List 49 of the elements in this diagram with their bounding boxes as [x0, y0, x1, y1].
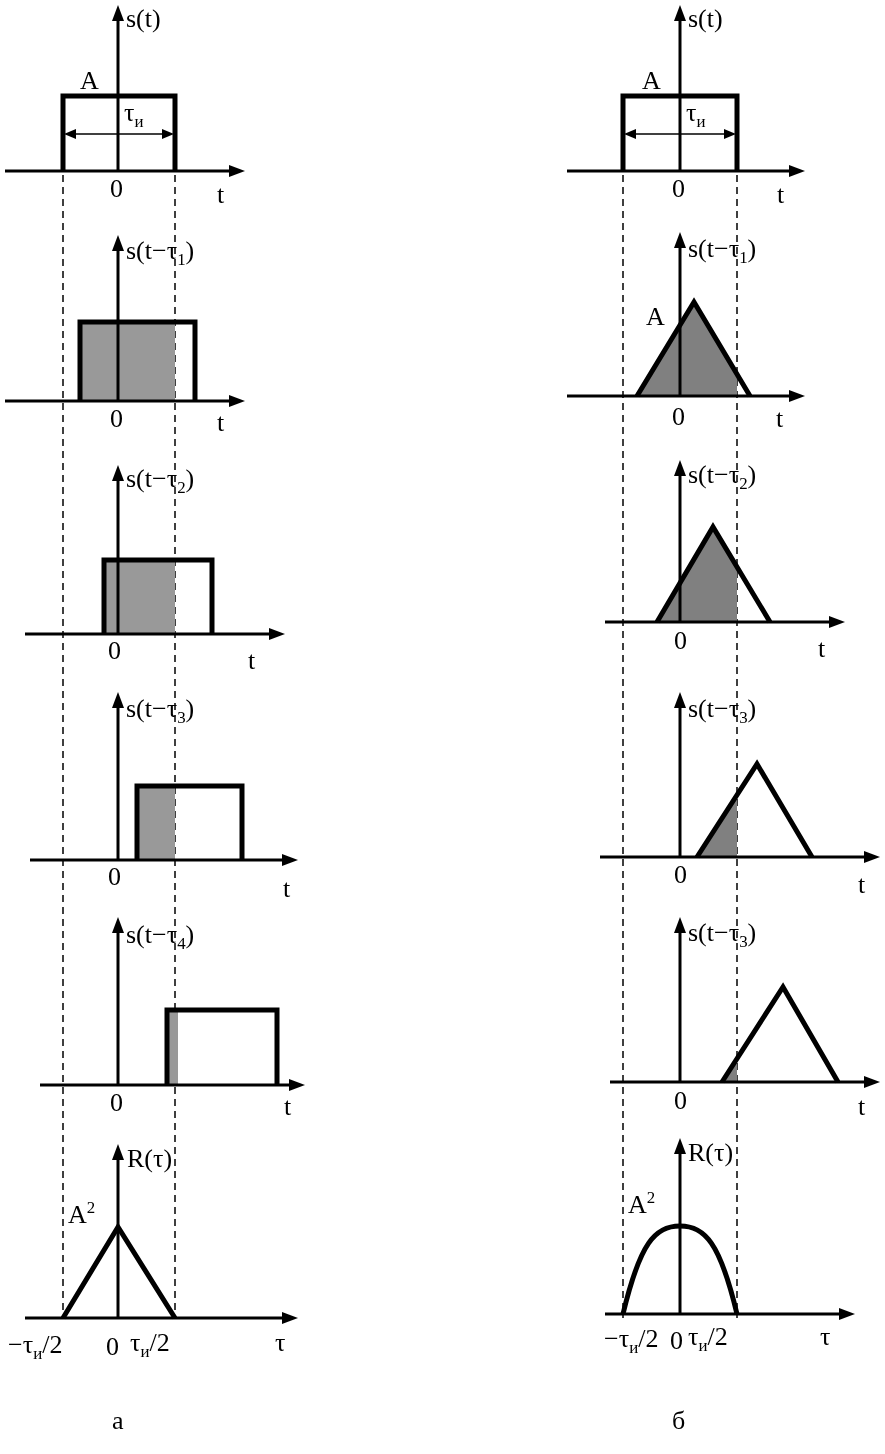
axis-label: t: [217, 182, 225, 208]
tick-label: 0: [672, 176, 685, 202]
tick-label: 0: [674, 862, 687, 888]
amplitude-label: A: [80, 68, 99, 94]
axis-label: s(t−τ$_{1}$): [688, 236, 757, 268]
duration-label: τ$_{и}$: [686, 100, 706, 132]
axis-label: t: [283, 876, 291, 902]
axis-label: τ: [820, 1324, 831, 1350]
tick-label: 0: [110, 406, 123, 432]
axis-label: τ: [275, 1330, 286, 1356]
tick-label: 0: [108, 638, 121, 664]
tick-label: 0: [110, 1090, 123, 1116]
tick-label: −τ$_{и}$/2: [8, 1332, 63, 1364]
tick-label: 0: [674, 1088, 687, 1114]
axis-label: s(t): [126, 6, 161, 32]
axis-label: s(t−τ$_{2}$): [688, 462, 757, 494]
axis-label: s(t−τ$_{4}$): [126, 922, 195, 954]
axis-label: t: [777, 182, 785, 208]
axis-label: t: [858, 872, 866, 898]
axis-label: t: [284, 1094, 292, 1120]
tick-label: τ$_{и}$/2: [130, 1330, 170, 1362]
tick-label: τ$_{и}$/2: [688, 1324, 728, 1356]
axis-label: R(τ): [127, 1146, 173, 1172]
axis-label: s(t): [688, 6, 723, 32]
amplitude-label: A: [642, 68, 661, 94]
panel-caption: б: [672, 1408, 686, 1434]
amplitude-label: A$^{2}$: [628, 1190, 656, 1218]
tick-label: −τ$_{и}$/2: [604, 1326, 659, 1358]
tick-label: 0: [110, 176, 123, 202]
axis-label: R(τ): [688, 1140, 734, 1166]
axis-label: s(t−τ$_{2}$): [126, 466, 195, 498]
tick-label: 0: [108, 864, 121, 890]
tick-label: 0: [672, 404, 685, 430]
tick-label: 0: [670, 1328, 683, 1354]
tick-label: 0: [106, 1334, 119, 1360]
amplitude-label: A$^{2}$: [68, 1200, 96, 1228]
duration-label: τ$_{и}$: [124, 100, 144, 132]
axis-label: t: [248, 648, 256, 674]
axis-label: t: [858, 1094, 866, 1120]
axis-label: s(t−τ$_{3}$): [126, 696, 195, 728]
axis-label: s(t−τ$_{1}$): [126, 238, 195, 270]
axis-label: t: [818, 636, 826, 662]
panel-caption: а: [112, 1408, 124, 1434]
axis-label: s(t−τ$_{3}$): [688, 920, 757, 952]
axis-label: t: [217, 410, 225, 436]
amplitude-label: A: [646, 304, 665, 330]
axis-label: s(t−τ$_{3}$): [688, 696, 757, 728]
axis-label: t: [776, 406, 784, 432]
tick-label: 0: [674, 628, 687, 654]
